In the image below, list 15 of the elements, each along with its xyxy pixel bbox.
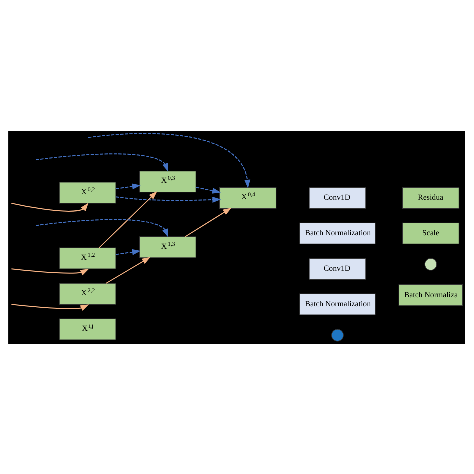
arrow bbox=[11, 202, 89, 212]
arrow bbox=[116, 248, 141, 255]
node-circle bbox=[331, 328, 344, 342]
arrow bbox=[185, 207, 232, 237]
arrow bbox=[88, 132, 251, 188]
arrow bbox=[196, 186, 222, 194]
arrow bbox=[36, 218, 168, 238]
arrow bbox=[11, 304, 90, 311]
arrow bbox=[116, 196, 222, 202]
arrow bbox=[116, 183, 141, 190]
arrow bbox=[98, 190, 158, 248]
arrow bbox=[36, 153, 168, 172]
node-circle bbox=[424, 258, 438, 270]
arrow bbox=[106, 256, 151, 284]
arrow bbox=[11, 268, 90, 276]
